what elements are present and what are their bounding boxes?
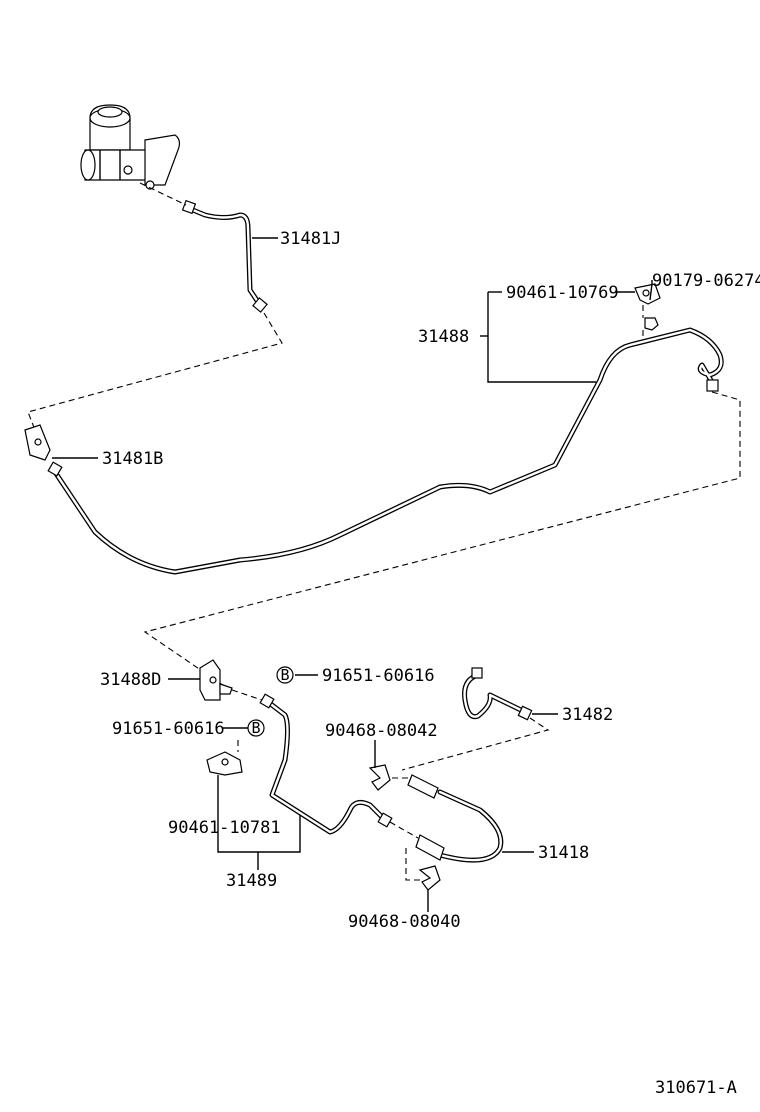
- leader-31481b-to-31489: [143, 391, 741, 691]
- label-90468-08040: 90468-08040: [348, 912, 461, 932]
- label-31481j: 31481J: [280, 229, 341, 249]
- label-91651-60616-a: 91651-60616: [322, 666, 435, 686]
- label-31488: 31488: [418, 327, 469, 347]
- label-31489: 31489: [226, 871, 277, 891]
- label-90461-10781: 90461-10781: [168, 818, 281, 838]
- clip-90468-08042: [368, 764, 391, 791]
- leader-mc-to-31481j: [139, 182, 187, 206]
- tube-31481b: [24, 327, 724, 575]
- clamp-90461-10781: [206, 751, 243, 776]
- marker-b-2: B: [247, 719, 265, 737]
- bracket-31489: [217, 775, 301, 853]
- marker-b-2-text: B: [251, 719, 260, 737]
- tube-31489: [259, 693, 393, 835]
- leader-90179-06274: [649, 280, 653, 301]
- tube-31482: [462, 667, 533, 721]
- leader-31489-to-hose: [389, 821, 419, 839]
- label-90461-10769: 90461-10769: [506, 283, 619, 303]
- label-90468-08042: 90468-08042: [325, 721, 438, 741]
- leader-bracket-tube: [231, 689, 263, 701]
- label-31481b: 31481B: [102, 449, 163, 469]
- label-31482: 31482: [562, 705, 613, 725]
- label-31418: 31418: [538, 843, 589, 863]
- clip-90468-08040: [418, 865, 441, 891]
- leader-hose-clip: [405, 848, 422, 881]
- leader-31482-to-hose: [401, 717, 550, 771]
- marker-b-1: B: [276, 666, 294, 684]
- marker-b-1-text: B: [280, 666, 289, 684]
- bracket-31488: [487, 292, 596, 383]
- label-90179-06274: 90179-06274: [652, 271, 760, 291]
- hose-31418: [407, 774, 504, 863]
- label-91651-60616-b: 91651-60616: [112, 719, 225, 739]
- master-cylinder: [80, 104, 181, 190]
- leader-31481j-to-31481b: [27, 312, 283, 431]
- label-31488d: 31488D: [100, 670, 161, 690]
- figure-code: 310671-A: [655, 1078, 737, 1098]
- tube-31481j: [181, 199, 268, 313]
- bracket-31488d: [199, 659, 233, 701]
- nut-90179-06274: [644, 317, 659, 331]
